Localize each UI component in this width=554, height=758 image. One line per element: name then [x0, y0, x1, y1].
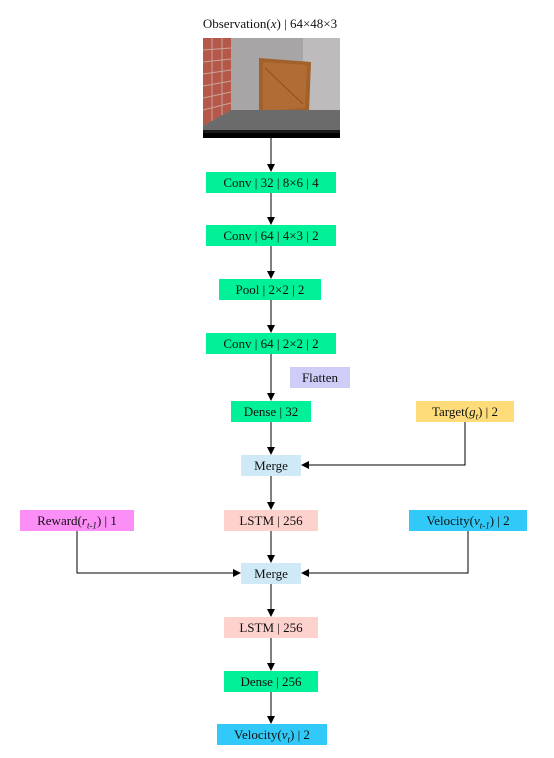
velocity-output-node: Velocity(vt) | 2	[217, 724, 327, 745]
dense2-node: Dense | 256	[224, 671, 318, 692]
observation-image	[203, 38, 340, 138]
dense1-node: Dense | 32	[231, 401, 311, 422]
pool-node: Pool | 2×2 | 2	[219, 279, 321, 300]
edge-target-merge1	[301, 422, 466, 469]
velocity-input-node: Velocity(vt-1) | 2	[409, 510, 527, 531]
edge-reward-merge2	[76, 531, 241, 577]
flatten-node: Flatten	[290, 367, 350, 388]
observation-label: Observation(x) | 64×48×3	[202, 16, 338, 31]
conv2-node: Conv | 64 | 4×3 | 2	[206, 225, 336, 246]
merge1-node: Merge	[241, 455, 301, 476]
merge2-node: Merge	[241, 563, 301, 584]
observation-scene	[203, 38, 340, 138]
lstm2-node: LSTM | 256	[224, 617, 318, 638]
lstm1-node: LSTM | 256	[224, 510, 318, 531]
conv3-node: Conv | 64 | 2×2 | 2	[206, 333, 336, 354]
edge-velocity-merge2	[301, 531, 469, 577]
reward-node: Reward(rt-1) | 1	[20, 510, 134, 531]
target-node: Target(gt) | 2	[416, 401, 514, 422]
conv1-node: Conv | 32 | 8×6 | 4	[206, 172, 336, 193]
